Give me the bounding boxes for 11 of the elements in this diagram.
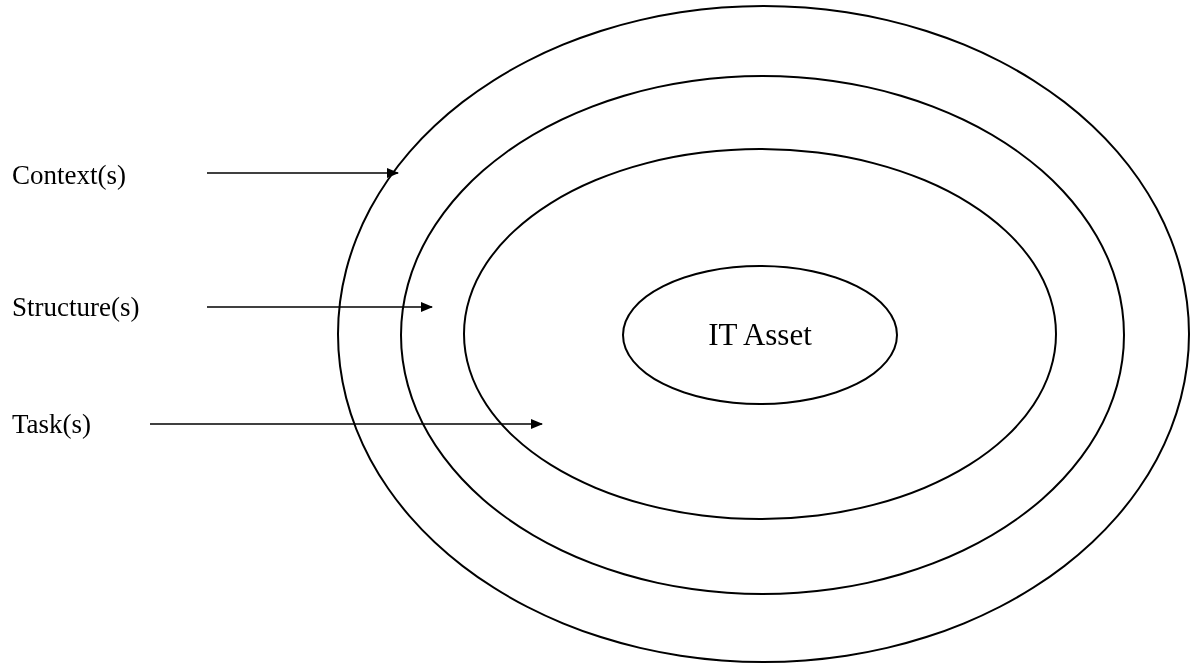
ring-ellipse bbox=[337, 5, 1190, 663]
layer-label: Structure(s) bbox=[12, 294, 182, 321]
arrow bbox=[206, 168, 399, 178]
layer-label: Context(s) bbox=[12, 162, 162, 189]
arrow bbox=[206, 302, 433, 312]
ring-ellipse bbox=[463, 148, 1057, 520]
ring-ellipse bbox=[400, 75, 1125, 595]
arrow bbox=[149, 419, 543, 429]
core-ellipse bbox=[622, 265, 898, 405]
layer-label: Task(s) bbox=[12, 411, 112, 438]
core-label: IT Asset bbox=[708, 317, 812, 353]
